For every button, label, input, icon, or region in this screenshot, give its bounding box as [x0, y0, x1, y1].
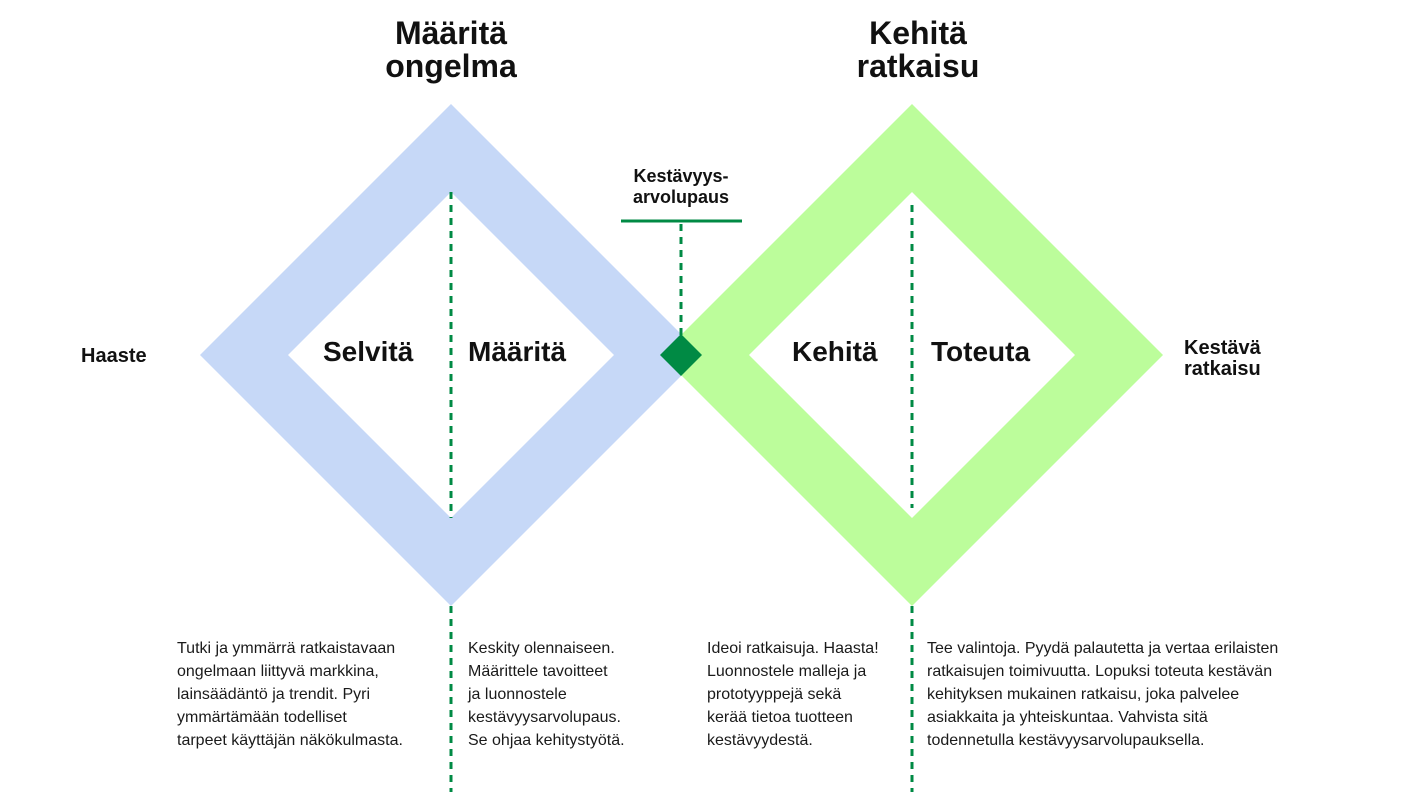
description-line: asiakkaita ja yhteiskuntaa. Vahvista sit… [927, 709, 1208, 726]
description-line: tarpeet käyttäjän näkökulmasta. [177, 732, 403, 749]
step-label-develop: Kehitä [792, 336, 878, 367]
description-line: Se ohjaa kehitystyötä. [468, 732, 625, 749]
end-label-line2: ratkaisu [1184, 358, 1261, 380]
description-line: Keskity olennaiseen. [468, 640, 615, 657]
step-label-deliver: Toteuta [931, 336, 1031, 367]
description-line: Luonnostele malleja ja [707, 663, 867, 680]
description-line: prototyyppejä sekä [707, 686, 842, 703]
description-line: kestävyydestä. [707, 732, 813, 749]
description-deliver: Tee valintoja. Pyydä palautetta ja verta… [927, 637, 1327, 752]
description-line: ymmärtämään todelliset [177, 709, 347, 726]
define-problem-diamond [200, 104, 702, 606]
define-problem-title-line2: ongelma [385, 48, 517, 84]
description-line: kehityksen mukainen ratkaisu, joka palve… [927, 686, 1240, 703]
description-line: Ideoi ratkaisuja. Haasta! [707, 640, 879, 657]
description-line: ja luonnostele [468, 686, 567, 703]
description-line: ratkaisujen toimivuutta. Lopuksi toteuta… [927, 663, 1273, 680]
description-develop: Ideoi ratkaisuja. Haasta! Luonnostele ma… [707, 637, 905, 752]
description-line: lainsäädäntö ja trendit. Pyri [177, 686, 370, 703]
description-define: Keskity olennaiseen. Määrittele tavoitte… [468, 637, 658, 752]
develop-solution-diamond [661, 104, 1163, 606]
description-line: kestävyysarvolupaus. [468, 709, 621, 726]
develop-solution-title-line2: ratkaisu [856, 48, 980, 84]
description-line: Tutki ja ymmärrä ratkaistavaan [177, 640, 396, 657]
description-line: Tee valintoja. Pyydä palautetta ja verta… [927, 640, 1279, 657]
develop-solution-title-line1: Kehitä [869, 15, 967, 51]
start-label: Haaste [81, 345, 147, 367]
end-label-line1: Kestävä [1184, 337, 1261, 359]
step-label-discover: Selvitä [323, 336, 414, 367]
define-problem-title: Määritä ongelma [331, 17, 571, 83]
promise-label: Kestävyys- arvolupaus [601, 166, 761, 208]
description-line: kerää tietoa tuotteen [707, 709, 853, 726]
define-problem-title-line1: Määritä [394, 15, 508, 51]
description-line: ongelmaan liittyvä markkina, [177, 663, 379, 680]
promise-label-line1: Kestävyys- [633, 166, 729, 186]
develop-solution-title: Kehitä ratkaisu [798, 17, 1038, 83]
promise-diamond-marker [660, 334, 702, 376]
promise-label-line2: arvolupaus [632, 187, 730, 207]
step-label-define: Määritä [468, 336, 567, 367]
end-label: Kestävä ratkaisu [1184, 338, 1261, 380]
description-line: Määrittele tavoitteet [468, 663, 608, 680]
description-line: todennetulla kestävyysarvolupauksella. [927, 732, 1205, 749]
description-discover: Tutki ja ymmärrä ratkaistavaan ongelmaan… [177, 637, 442, 752]
